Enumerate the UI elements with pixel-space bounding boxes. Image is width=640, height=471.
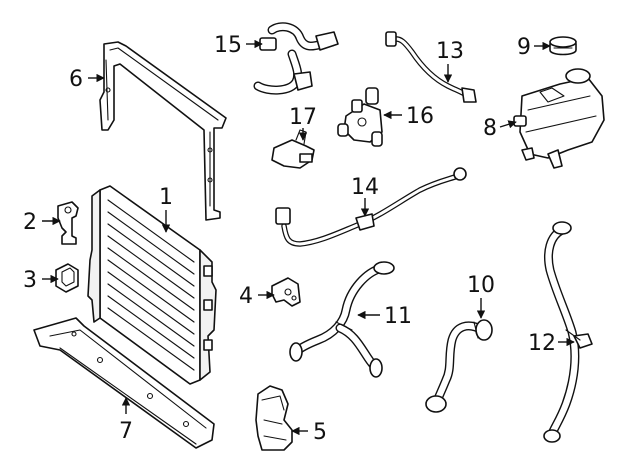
- part-16-thermostat[interactable]: [337, 87, 383, 147]
- part-4-bracket-clip[interactable]: [271, 277, 301, 307]
- part-14-coolant-line[interactable]: [275, 167, 467, 247]
- part-9-cap[interactable]: [549, 36, 577, 56]
- callout-labels: 1 2 3 4 5 6 7 8 9 10 11 12 13 14 15 16 1…: [23, 33, 556, 445]
- callout-5: 5: [313, 420, 327, 445]
- part-12-long-hose[interactable]: [543, 221, 593, 443]
- callout-15: 15: [214, 33, 242, 58]
- callout-16: 16: [406, 104, 434, 129]
- part-7-lower-deflector[interactable]: [33, 317, 215, 449]
- part-15-hose-assembly[interactable]: [253, 22, 339, 95]
- callout-7: 7: [119, 419, 133, 444]
- callout-11: 11: [384, 304, 412, 329]
- callout-10: 10: [467, 273, 495, 298]
- radiator-core-fins: [107, 199, 195, 371]
- callout-17: 17: [289, 105, 317, 130]
- callout-4: 4: [239, 284, 253, 309]
- part-5-air-guide[interactable]: [255, 385, 293, 451]
- callout-2: 2: [23, 210, 37, 235]
- part-17-sensor[interactable]: [271, 129, 315, 169]
- part-8-expansion-tank[interactable]: [513, 68, 605, 169]
- callout-1: 1: [159, 185, 173, 210]
- callout-12: 12: [528, 331, 556, 356]
- part-6-support-frame[interactable]: [99, 41, 227, 221]
- part-2-bracket[interactable]: [57, 201, 79, 245]
- part-1-radiator[interactable]: [87, 185, 217, 385]
- callout-8: 8: [483, 116, 497, 141]
- part-3-rubber-mount[interactable]: [55, 263, 79, 293]
- part-10-curved-hose[interactable]: [425, 319, 493, 413]
- leader-lines: [42, 39, 575, 436]
- callout-3: 3: [23, 268, 37, 293]
- callout-13: 13: [436, 39, 464, 64]
- part-13-overflow-pipe[interactable]: [385, 31, 477, 103]
- callout-14: 14: [351, 175, 379, 200]
- callout-6: 6: [69, 67, 83, 92]
- callout-9: 9: [517, 35, 531, 60]
- part-11-y-hose[interactable]: [289, 261, 395, 378]
